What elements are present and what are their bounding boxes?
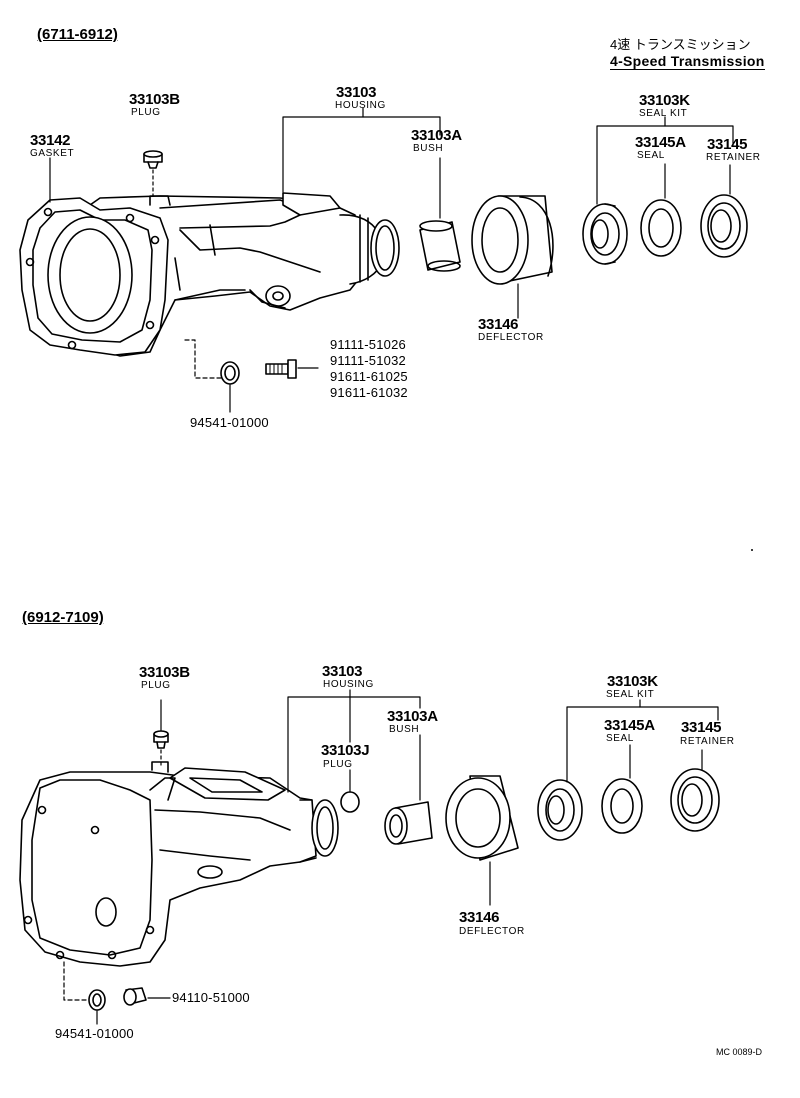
top-bolt-part <box>266 360 296 378</box>
top-deflector-number: 33146 <box>478 316 519 333</box>
top-gasket <box>20 198 168 355</box>
bottom-plug-name: PLUG <box>141 680 171 691</box>
top-bolt-number-1: 91111-51026 <box>330 337 406 352</box>
top-retainer-name: RETAINER <box>706 152 761 163</box>
top-seal-kit-ring <box>583 204 627 264</box>
top-range-label: (6711-6912) <box>37 26 118 43</box>
bottom-housing <box>20 762 338 966</box>
bottom-bush-number: 33103A <box>387 708 438 725</box>
bottom-retainer-name: RETAINER <box>680 736 735 747</box>
bottom-seal-kit-ring <box>538 780 582 840</box>
bottom-washer-part <box>89 990 105 1010</box>
top-seal-number: 33145A <box>635 134 686 151</box>
top-seal-name: SEAL <box>637 150 665 161</box>
bottom-nut-part <box>124 988 146 1005</box>
top-washer-part <box>221 362 239 384</box>
title-japanese: 4速 トランスミッション <box>610 37 751 52</box>
bottom-deflector-number: 33146 <box>459 909 500 926</box>
bottom-seal-kit-number: 33103K <box>607 673 658 690</box>
speck <box>751 549 753 551</box>
bottom-plug-j-part <box>341 792 359 812</box>
top-seal-part <box>641 200 681 256</box>
top-deflector-name: DEFLECTOR <box>478 332 544 343</box>
top-leader-lines <box>50 108 733 412</box>
top-bolt-number-3: 91611-61025 <box>330 369 408 384</box>
top-deflector-part <box>472 196 553 284</box>
top-plug-name: PLUG <box>131 107 161 118</box>
top-plug-number: 33103B <box>129 91 180 108</box>
bottom-housing-number: 33103 <box>322 663 363 680</box>
bottom-plug-part <box>154 731 168 748</box>
top-housing-name: HOUSING <box>335 100 386 111</box>
bottom-retainer-part <box>671 769 719 831</box>
top-bush-number: 33103A <box>411 127 462 144</box>
top-washer-number: 94541-01000 <box>190 415 269 430</box>
bottom-section-drawing <box>20 690 719 1024</box>
top-gasket-number: 33142 <box>30 132 71 149</box>
bottom-range-label: (6912-7109) <box>22 609 104 626</box>
bottom-seal-kit-name: SEAL KIT <box>606 689 655 700</box>
top-bolt-number-4: 91611-61032 <box>330 385 408 400</box>
bottom-bush-name: BUSH <box>389 724 420 735</box>
bottom-plug-number: 33103B <box>139 664 190 681</box>
top-plug-part <box>144 151 162 168</box>
top-retainer-part <box>701 195 747 257</box>
top-housing-number: 33103 <box>336 84 377 101</box>
top-seal-kit-number: 33103K <box>639 92 690 109</box>
top-retainer-number: 33145 <box>707 136 748 153</box>
top-bush-name: BUSH <box>413 143 444 154</box>
top-gasket-name: GASKET <box>30 148 75 159</box>
bottom-leader-lines <box>64 690 718 1024</box>
top-section-drawing <box>20 108 747 412</box>
bottom-plug-j-name: PLUG <box>323 759 353 770</box>
top-bush-part <box>420 221 460 271</box>
bottom-housing-name: HOUSING <box>323 679 374 690</box>
title-english: 4-Speed Transmission <box>610 53 765 70</box>
bottom-deflector-name: DEFLECTOR <box>459 926 525 937</box>
bottom-washer-number: 94541-01000 <box>55 1026 134 1041</box>
top-bolt-number-2: 91111-51032 <box>330 353 406 368</box>
bottom-retainer-number: 33145 <box>681 719 722 736</box>
bottom-deflector-part <box>446 776 518 860</box>
bottom-seal-part <box>602 779 642 833</box>
top-seal-kit-name: SEAL KIT <box>639 108 688 119</box>
diagram-code: MC 0089-D <box>716 1047 763 1057</box>
bottom-seal-name: SEAL <box>606 733 634 744</box>
bottom-seal-number: 33145A <box>604 717 655 734</box>
bottom-nut-number: 94110-51000 <box>172 990 250 1005</box>
bottom-plug-j-number: 33103J <box>321 742 370 759</box>
bottom-bush-part <box>385 802 432 844</box>
